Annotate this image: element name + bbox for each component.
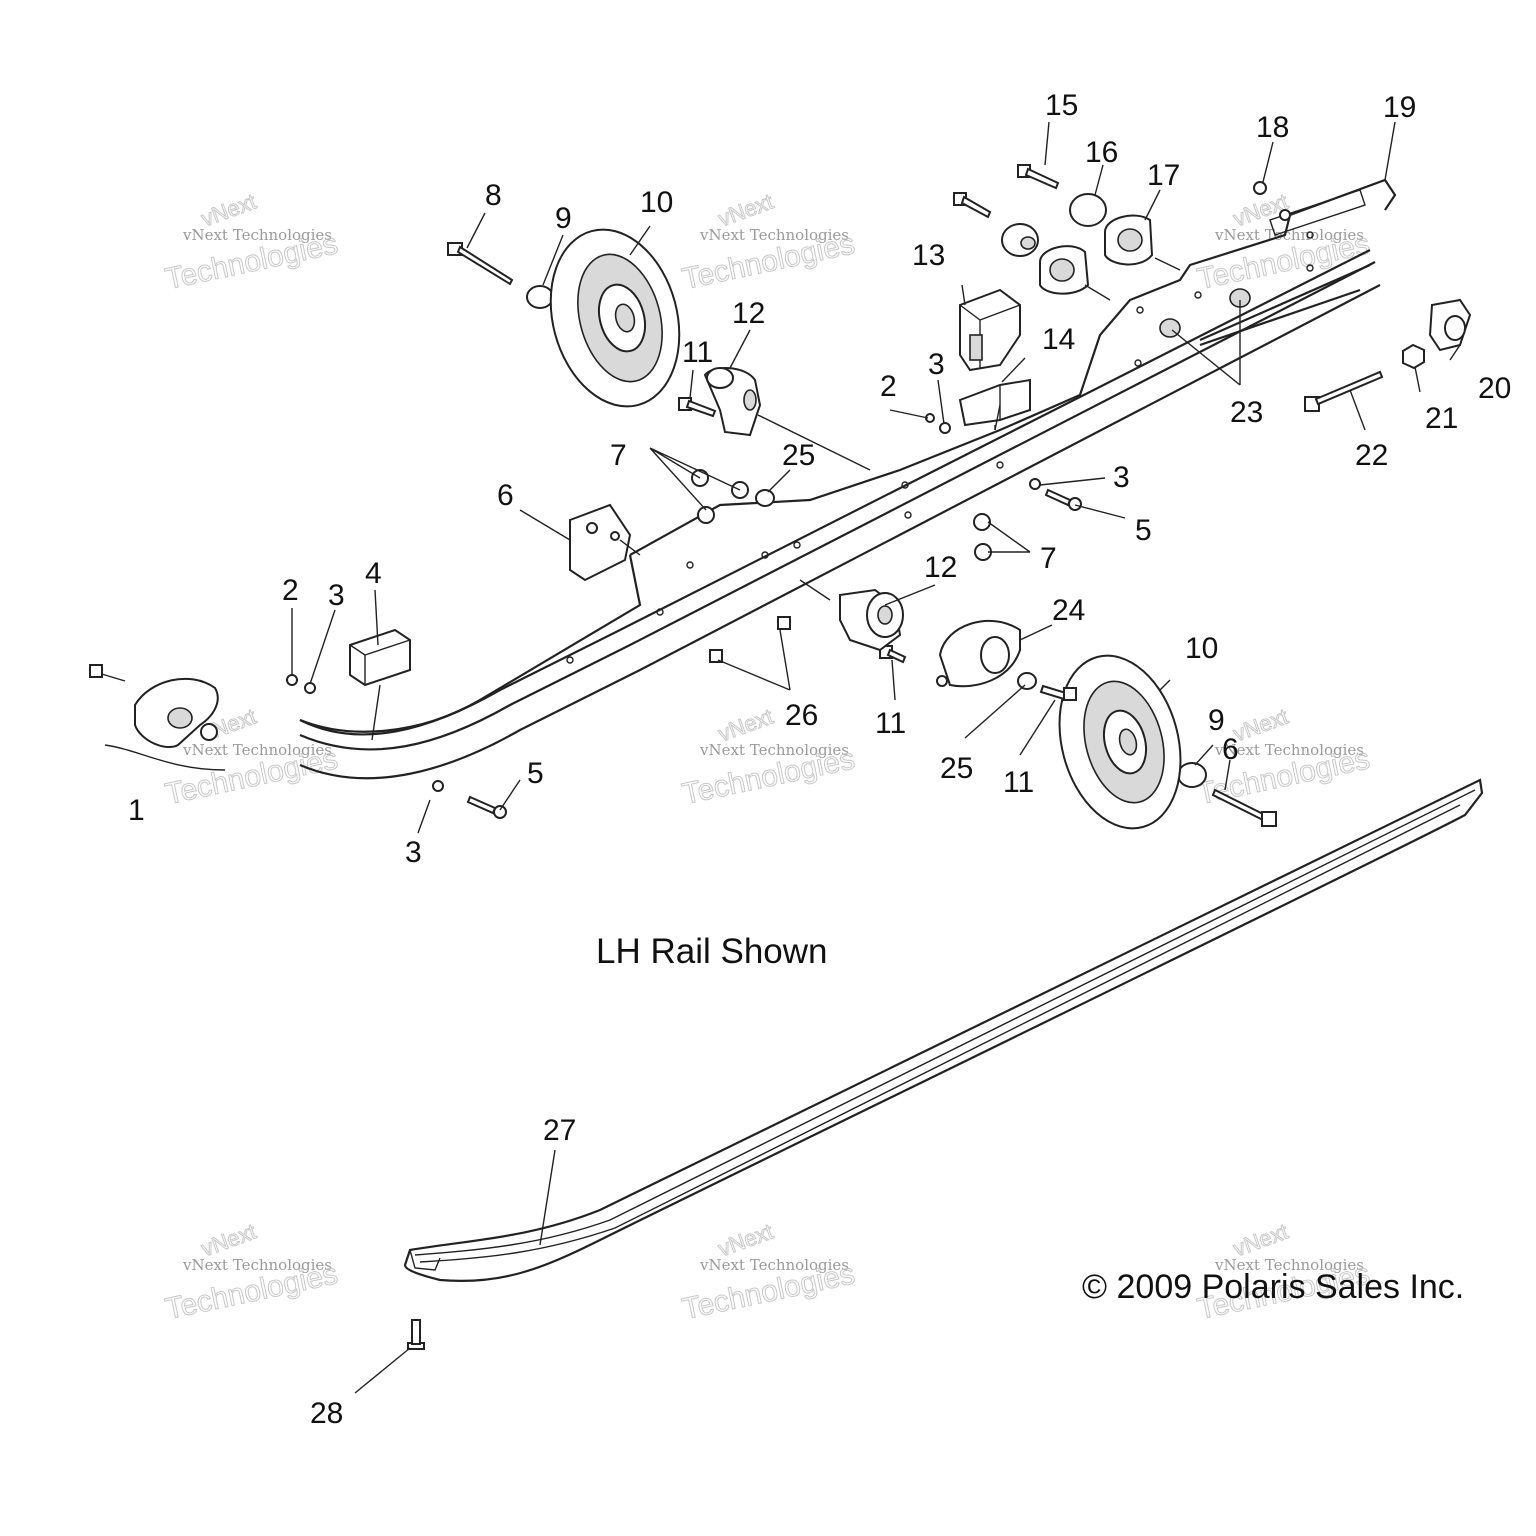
front-bumper-part xyxy=(89,664,226,771)
screw-part xyxy=(466,488,1277,827)
callout-21: 21 xyxy=(1425,402,1458,435)
long-bolt-part xyxy=(1304,370,1384,412)
bushing-bolt-part xyxy=(953,164,1060,219)
washer-part xyxy=(755,489,775,507)
callout-3: 3 xyxy=(405,836,422,869)
small-nut-part xyxy=(1253,181,1291,221)
idler-wheel-part xyxy=(1058,654,1182,830)
callout-18: 18 xyxy=(1256,111,1289,144)
callout-15: 15 xyxy=(1045,89,1078,122)
bushing-part xyxy=(1039,214,1154,295)
wheel-bolt-part xyxy=(879,645,907,664)
callout-20: 20 xyxy=(1478,372,1511,405)
callout-6: 6 xyxy=(497,479,514,512)
idler-wheel-part xyxy=(549,228,681,408)
hyfax-wear-strip-part xyxy=(403,778,1484,1283)
watermark-text: vNext Technologies xyxy=(699,741,849,759)
strip-screw-part xyxy=(407,1319,425,1350)
watermark-text: vNext Technologies xyxy=(1214,226,1364,244)
washer-part xyxy=(1017,672,1037,690)
callout-25: 25 xyxy=(782,439,815,472)
locknut-part xyxy=(691,469,992,561)
watermark-text: vNext Technologies xyxy=(182,226,332,244)
diagram-caption: LH Rail Shown xyxy=(596,932,828,971)
callout-6: 6 xyxy=(1222,733,1239,766)
rail-bracket-part xyxy=(958,378,1031,427)
callout-3: 3 xyxy=(1113,461,1130,494)
callout-10: 10 xyxy=(1185,632,1218,665)
watermark-text: vNext Technologies xyxy=(182,1256,332,1274)
wear-block-part xyxy=(349,628,411,687)
callout-11: 11 xyxy=(682,336,713,369)
callout-8: 8 xyxy=(485,179,502,212)
callout-2: 2 xyxy=(880,370,897,403)
watermark-text: vNext Technologies xyxy=(699,226,849,244)
callout-5: 5 xyxy=(1135,514,1152,547)
callout-24: 24 xyxy=(1052,594,1085,627)
watermark-text: vNext Technologies xyxy=(1214,741,1364,759)
callout-14: 14 xyxy=(1042,323,1075,356)
callout-7: 7 xyxy=(610,439,627,472)
callout-12: 12 xyxy=(732,297,765,330)
watermark-group: vNext vNext Technologies Technologies vN… xyxy=(162,188,1373,1326)
axle-bracket-part xyxy=(703,367,762,437)
callout-labels: 1 2 2 3 3 3 3 4 5 5 6 6 7 7 8 9 9 10 10 … xyxy=(128,89,1511,1430)
callout-17: 17 xyxy=(1147,159,1180,192)
watermark-text: vNext Technologies xyxy=(1214,1256,1364,1274)
callout-28: 28 xyxy=(310,1397,343,1430)
washer-part xyxy=(526,285,554,309)
washer-part xyxy=(1177,762,1207,788)
rail-nut-part xyxy=(1159,288,1251,338)
spacer-part xyxy=(1001,193,1107,257)
watermark-text: vNext Technologies xyxy=(699,1256,849,1274)
callout-16: 16 xyxy=(1085,136,1118,169)
callout-1: 1 xyxy=(128,794,145,827)
mount-plate-part xyxy=(569,503,632,582)
callout-9: 9 xyxy=(555,202,572,235)
small-washer-part xyxy=(286,413,1041,792)
leader-lines xyxy=(291,121,1461,1394)
callout-11: 11 xyxy=(1003,766,1034,799)
wheel-hub-bracket-part xyxy=(936,620,1021,688)
callout-3: 3 xyxy=(328,579,345,612)
hex-nut-part xyxy=(1402,343,1425,370)
axle-bolt-part xyxy=(447,242,514,286)
callout-10: 10 xyxy=(640,186,673,219)
callout-23: 23 xyxy=(1230,396,1263,429)
axle-bracket-part xyxy=(839,588,904,652)
callout-7: 7 xyxy=(1040,542,1057,575)
callout-4: 4 xyxy=(365,557,382,590)
callout-2: 2 xyxy=(282,574,299,607)
callout-25: 25 xyxy=(940,752,973,785)
slider-block-part xyxy=(959,288,1021,372)
callout-22: 22 xyxy=(1355,439,1388,472)
rail-screw-part xyxy=(709,616,791,663)
callout-5: 5 xyxy=(527,757,544,790)
wheel-bolt-part xyxy=(1039,684,1077,701)
end-cap-part xyxy=(1428,298,1472,352)
callout-26: 26 xyxy=(785,699,818,732)
watermark-text: vNext Technologies xyxy=(182,741,332,759)
callout-11: 11 xyxy=(875,707,906,740)
callout-13: 13 xyxy=(912,239,945,272)
copyright-notice: © 2009 Polaris Sales Inc. xyxy=(1082,1268,1464,1306)
callout-27: 27 xyxy=(543,1114,576,1147)
slide-rail xyxy=(299,178,1397,780)
callout-12: 12 xyxy=(924,551,957,584)
callout-3: 3 xyxy=(928,348,945,381)
callout-9: 9 xyxy=(1208,704,1225,737)
callout-19: 19 xyxy=(1383,91,1416,124)
wheel-bolt-part xyxy=(678,397,717,418)
